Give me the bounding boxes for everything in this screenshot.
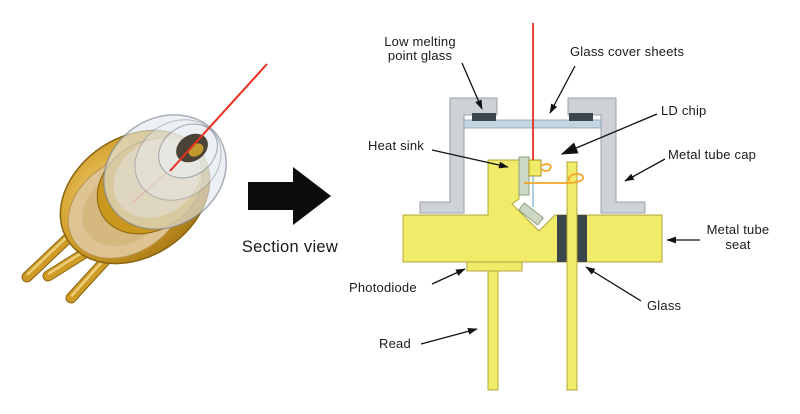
low-melting-glass-right [569, 113, 593, 121]
label-heat-sink: Heat sink [368, 138, 424, 153]
label-low-melting-line2: point glass [388, 48, 453, 63]
lead-right [566, 161, 578, 391]
section-view-arrow-icon [248, 167, 331, 225]
heat-sink-arrow [431, 149, 509, 169]
metal-tube-seat [402, 159, 663, 263]
photodiode-mount [466, 261, 523, 272]
low-melting-glass-arrow [461, 62, 483, 110]
photodiode-arrow [431, 268, 466, 285]
glass-arrow [585, 266, 642, 302]
glass-seal-left [557, 215, 567, 262]
leader-arrows [420, 62, 700, 345]
label-ld-chip: LD chip [661, 103, 706, 118]
photodiode [518, 202, 544, 226]
metal-tube-cap-right [567, 97, 646, 214]
ld-chip-arrow [560, 113, 658, 155]
laser-beam-3d [169, 63, 268, 172]
label-glass: Glass [647, 298, 682, 313]
lead-left [487, 270, 499, 391]
label-metal-tube-seat-line2: seat [725, 237, 751, 252]
heat-sink-plate [518, 156, 530, 196]
read-arrow [420, 328, 478, 345]
label-metal-tube-seat-line1: Metal tube [707, 222, 770, 237]
metal-tube-cap-arrow [624, 158, 666, 182]
section-view-label: Section view [242, 238, 338, 256]
low-melting-glass-left [472, 113, 496, 121]
label-low-melting-line1: Low melting [384, 34, 456, 49]
label-glass-cover-sheets: Glass cover sheets [570, 44, 684, 59]
glass-seal-right [577, 215, 587, 262]
label-photodiode: Photodiode [349, 280, 417, 295]
glass-cover-arrow [549, 65, 576, 114]
label-read: Read [379, 336, 411, 351]
label-metal-tube-cap: Metal tube cap [668, 147, 756, 162]
ld-chip [528, 159, 542, 177]
bond-wire-chip [540, 163, 552, 172]
cross-section-diagram: Low melting point glass Glass cover shee… [349, 23, 770, 391]
laser-diode-3d-illustration [21, 63, 268, 304]
bond-wire-lead [524, 173, 584, 184]
